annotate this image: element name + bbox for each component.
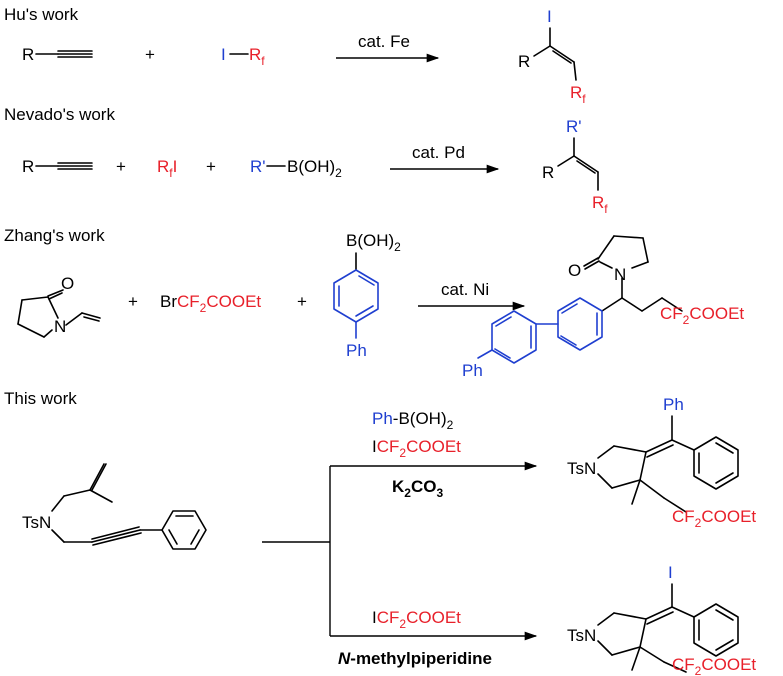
zhang-section: Zhang's work O N + BrCF2COOEt + B(OH)2 [4,226,744,380]
nevado-condition: cat. Pd [412,143,465,162]
nevado-alkyne-bond [35,162,93,170]
nevado-rfi: RfI [157,157,177,180]
hu-alkyne-r: R [22,45,34,64]
hu-alkyne-bond [35,50,93,58]
hu-reagent-i: I [221,45,226,64]
prod2-tsn: TsN [567,626,596,645]
prod2-i: I [668,563,673,582]
zhang-prod-ph: Ph [462,361,483,380]
hu-prod-skeleton [533,27,577,81]
zhang-boronic: B(OH)2 [346,231,401,254]
nevado-plus2: + [206,157,216,176]
prod1-skeleton [597,415,739,513]
substrate-tsn: TsN [22,513,51,532]
nevado-prod-r: R [542,163,554,182]
top-reagent-boronic: Ph-B(OH)2 [372,409,454,432]
nevado-alkyne-r: R [22,157,34,176]
hu-prod-r: R [518,52,530,71]
hu-section: Hu's work R + I Rf cat. Fe I R Rf [4,5,586,106]
hu-prod-i: I [547,7,552,26]
hu-header: Hu's work [4,5,79,24]
zhang-lactam-ring [17,289,101,338]
prod1-tsn: TsN [567,459,596,478]
prod2-skeleton [597,583,739,673]
nevado-rprime: R' [250,157,266,176]
zhang-prod-o: O [568,261,581,280]
zhang-lactam-n: N [54,317,66,336]
zhang-brcf2cooet: BrCF2COOEt [160,292,261,315]
zhang-prod-n: N [614,265,626,284]
zhang-plus1: + [128,292,138,311]
top-base: K2CO3 [392,477,443,500]
zhang-prod-aryl [477,297,603,364]
zhang-aryl-ring [333,252,379,339]
nevado-plus1: + [116,157,126,176]
prod1-cf2cooet: CF2COOEt [672,507,756,530]
zhang-prod-cf2cooet: CF2COOEt [660,304,744,327]
branch-lines [262,466,331,636]
nevado-boronic: B(OH)2 [287,157,342,180]
bottom-reagent-icf2cooet: ICF2COOEt [372,608,461,631]
bottom-base: N-methylpiperidine [338,649,492,668]
prod2-cf2cooet: CF2COOEt [672,655,756,676]
zhang-plus2: + [297,292,307,311]
hu-prod-rf: Rf [570,83,586,106]
zhang-condition: cat. Ni [441,280,489,299]
zhang-header: Zhang's work [4,226,105,245]
zhang-boronic-ph: Ph [346,341,367,360]
substrate-skeleton [51,463,207,550]
nevado-section: Nevado's work R + RfI + R' B(OH)2 cat. P… [4,105,608,216]
top-reagent-icf2cooet: ICF2COOEt [372,437,461,460]
prod1-ph: Ph [663,395,684,414]
hu-reagent-rf: Rf [249,45,265,68]
hu-plus: + [145,45,155,64]
zhang-lactam-o: O [61,274,74,293]
zhang-prod-skeleton [583,235,683,312]
this-section: This work TsN Ph-B(OH)2 [4,389,756,676]
nevado-prod-skeleton [557,137,599,191]
nevado-prod-rprime: R' [566,117,582,136]
nevado-header: Nevado's work [4,105,115,124]
hu-condition: cat. Fe [358,32,410,51]
this-header: This work [4,389,77,408]
nevado-prod-rf: Rf [592,193,608,216]
